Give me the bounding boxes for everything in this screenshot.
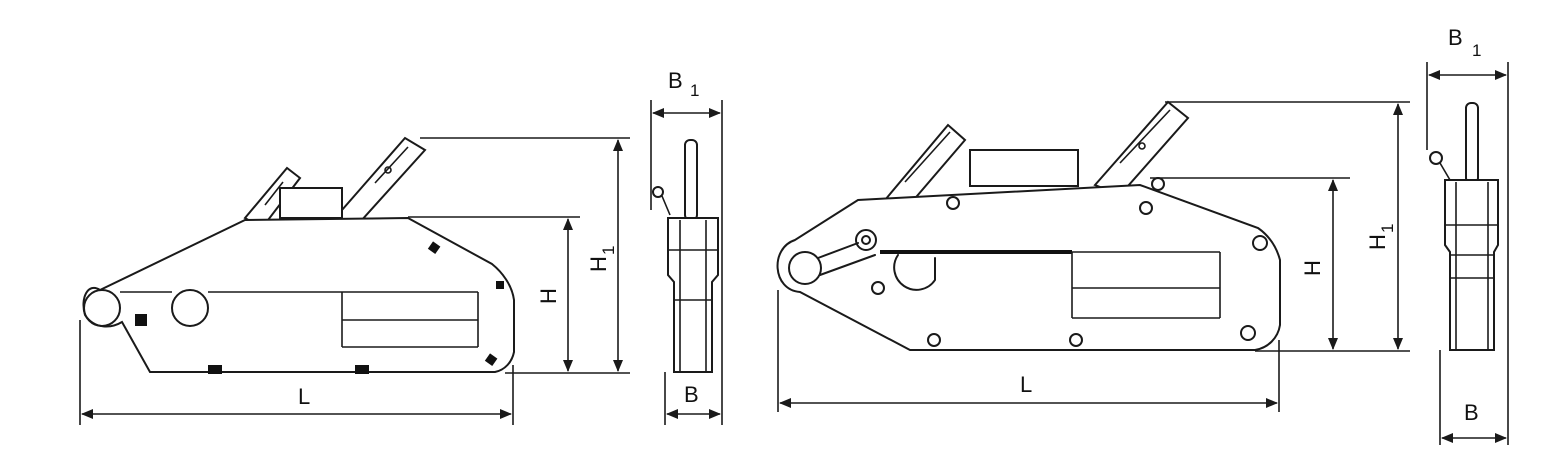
dim-label-H: H xyxy=(536,288,561,304)
large-rivet xyxy=(946,196,960,210)
small-top-box xyxy=(279,187,343,219)
large-dim-B: B xyxy=(1439,350,1507,445)
large-housing xyxy=(776,183,1281,351)
large-end-knob xyxy=(1429,151,1443,165)
dim-label-B1: B xyxy=(1448,25,1463,50)
dim-label-H1: H xyxy=(586,256,611,272)
dim-label-L: L xyxy=(298,384,310,409)
large-rivet xyxy=(1252,235,1268,251)
large-rear-handle xyxy=(1093,100,1190,197)
dim-label-H1-sub: 1 xyxy=(599,246,618,255)
small-end-handle xyxy=(684,139,698,221)
large-end-handle xyxy=(1465,102,1479,184)
dim-label-H: H xyxy=(1300,260,1325,276)
small-end-knob xyxy=(652,186,664,198)
large-rivet xyxy=(871,281,885,295)
dim-label-B: B xyxy=(1464,400,1479,425)
dim-label-H1: H xyxy=(1365,234,1390,250)
large-tool-side-view: L H H 1 xyxy=(776,100,1410,412)
small-dim-B: B xyxy=(664,372,721,425)
large-rivet xyxy=(1151,177,1165,191)
dim-label-B1-sub: 1 xyxy=(690,81,699,100)
large-dim-H1: H 1 xyxy=(1165,101,1410,350)
small-rivet xyxy=(496,281,504,289)
large-dim-L: L xyxy=(777,290,1280,412)
small-housing xyxy=(82,216,515,373)
dim-label-B: B xyxy=(684,382,699,407)
large-dim-H: H xyxy=(1150,177,1410,352)
dim-label-L: L xyxy=(1020,372,1032,397)
large-dim-B1: B 1 xyxy=(1426,25,1509,445)
large-cam xyxy=(893,254,936,291)
dim-label-B1: B xyxy=(668,68,683,93)
small-rivet xyxy=(484,353,498,366)
small-rivet xyxy=(355,365,369,374)
large-rivet xyxy=(927,333,941,347)
large-tool-end-view: B 1 B xyxy=(1426,25,1509,445)
small-rivet xyxy=(135,314,147,326)
large-top-box xyxy=(969,149,1079,187)
dim-label-H1-sub: 1 xyxy=(1378,224,1397,233)
large-end-body xyxy=(1444,179,1499,351)
small-dim-B1: B 1 xyxy=(650,68,723,425)
large-rivet xyxy=(1069,333,1083,347)
small-dim-L: L xyxy=(79,320,514,425)
small-rear-handle xyxy=(333,136,427,224)
small-rivet xyxy=(208,365,222,374)
small-pin-hole xyxy=(171,289,209,327)
large-pin-hole xyxy=(855,229,877,251)
small-hook-eye xyxy=(83,289,121,327)
large-rivet xyxy=(1240,325,1256,341)
small-tool-side-view: L H H 1 xyxy=(79,136,630,425)
dim-label-B1-sub: 1 xyxy=(1472,41,1481,60)
small-end-body xyxy=(667,217,719,373)
large-rivet xyxy=(1139,201,1153,215)
small-dim-H: H xyxy=(408,216,630,374)
large-hook-eye xyxy=(788,251,822,285)
small-rivet xyxy=(427,241,441,254)
small-tool-end-view: B 1 B xyxy=(650,68,723,425)
small-dim-H1: H 1 xyxy=(420,137,630,372)
